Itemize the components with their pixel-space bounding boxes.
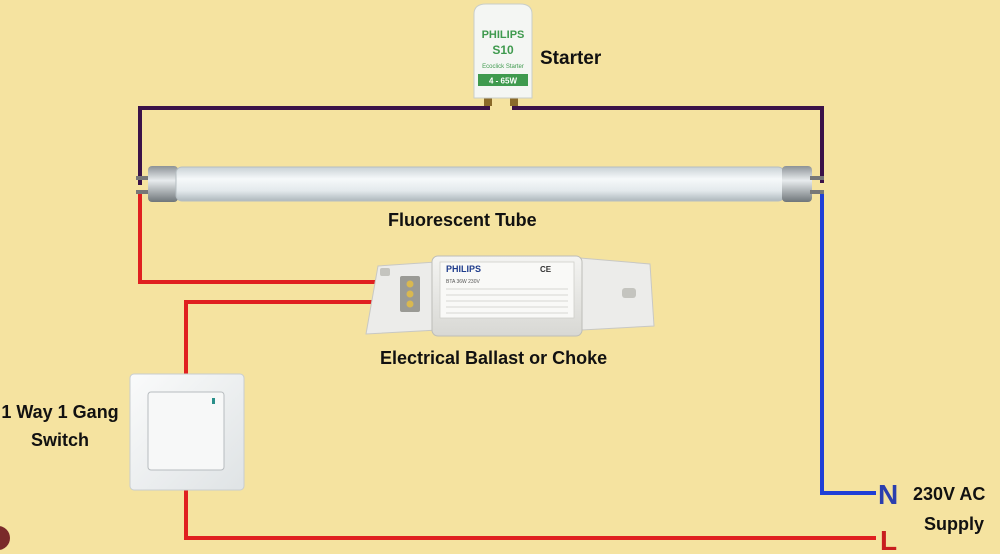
tube-label: Fluorescent Tube xyxy=(388,210,537,230)
neutral-wire xyxy=(820,190,876,495)
starter-pin-left xyxy=(484,96,492,106)
tube-pin-left xyxy=(136,176,150,180)
ballast-terminal-1 xyxy=(406,280,414,288)
tube-pin-left-2 xyxy=(136,190,150,194)
supply-label-line1: 230V AC xyxy=(913,484,985,504)
tube-end-cap-left xyxy=(148,166,178,202)
live-wire xyxy=(138,190,876,540)
ballast-label-text: Electrical Ballast or Choke xyxy=(380,348,607,368)
fluorescent-tube xyxy=(136,166,824,202)
live-terminal-label: L xyxy=(880,525,897,554)
tube-to-ballast-wire xyxy=(138,190,408,284)
ballast-model-text: BTA 36W 230V xyxy=(446,279,480,285)
starter-model-text: S10 xyxy=(492,43,514,57)
ballast-mount-right xyxy=(579,257,655,331)
tube-end-cap-right xyxy=(782,166,812,202)
live-supply-wire xyxy=(184,478,876,540)
tube-pin-right-2 xyxy=(810,190,824,194)
one-way-switch xyxy=(129,373,245,491)
switch-label-line2: Switch xyxy=(31,430,89,450)
starter-label: Starter xyxy=(540,48,602,69)
ballast-brand-text: PHILIPS xyxy=(446,264,481,274)
ballast-terminal-2 xyxy=(406,290,414,298)
starter-line1-text: Ecoclick Starter xyxy=(482,64,524,70)
starter-pin-right xyxy=(510,96,518,106)
ballast-mount-hole-right xyxy=(622,288,636,298)
ballast-mount-hole-left xyxy=(380,268,390,276)
ballast-fine-print xyxy=(446,288,568,314)
ballast-terminal-3 xyxy=(406,300,414,308)
starter-rating-band xyxy=(478,74,528,86)
starter: PHILIPS S10 Ecoclick Starter 4 - 65W xyxy=(473,3,533,106)
switch-rocker[interactable] xyxy=(147,391,225,471)
neutral-wire-path xyxy=(820,190,876,495)
switch-to-ballast-wire xyxy=(184,300,408,392)
channel-logo xyxy=(0,526,10,550)
tube-pin-right xyxy=(810,176,824,180)
supply-label-line2: Supply xyxy=(924,514,984,534)
starter-brand-text: PHILIPS xyxy=(482,29,525,41)
tube-glass xyxy=(175,166,785,202)
ballast: PHILIPS CE BTA 36W 230V xyxy=(365,255,655,337)
switch-indicator xyxy=(212,398,215,404)
ballast-label xyxy=(439,261,575,319)
starter-rating-text: 4 - 65W xyxy=(489,77,517,86)
neutral-terminal-label: N xyxy=(878,479,898,510)
switch-label-line1: 1 Way 1 Gang xyxy=(1,402,118,422)
ballast-mark-text: CE xyxy=(540,265,552,274)
